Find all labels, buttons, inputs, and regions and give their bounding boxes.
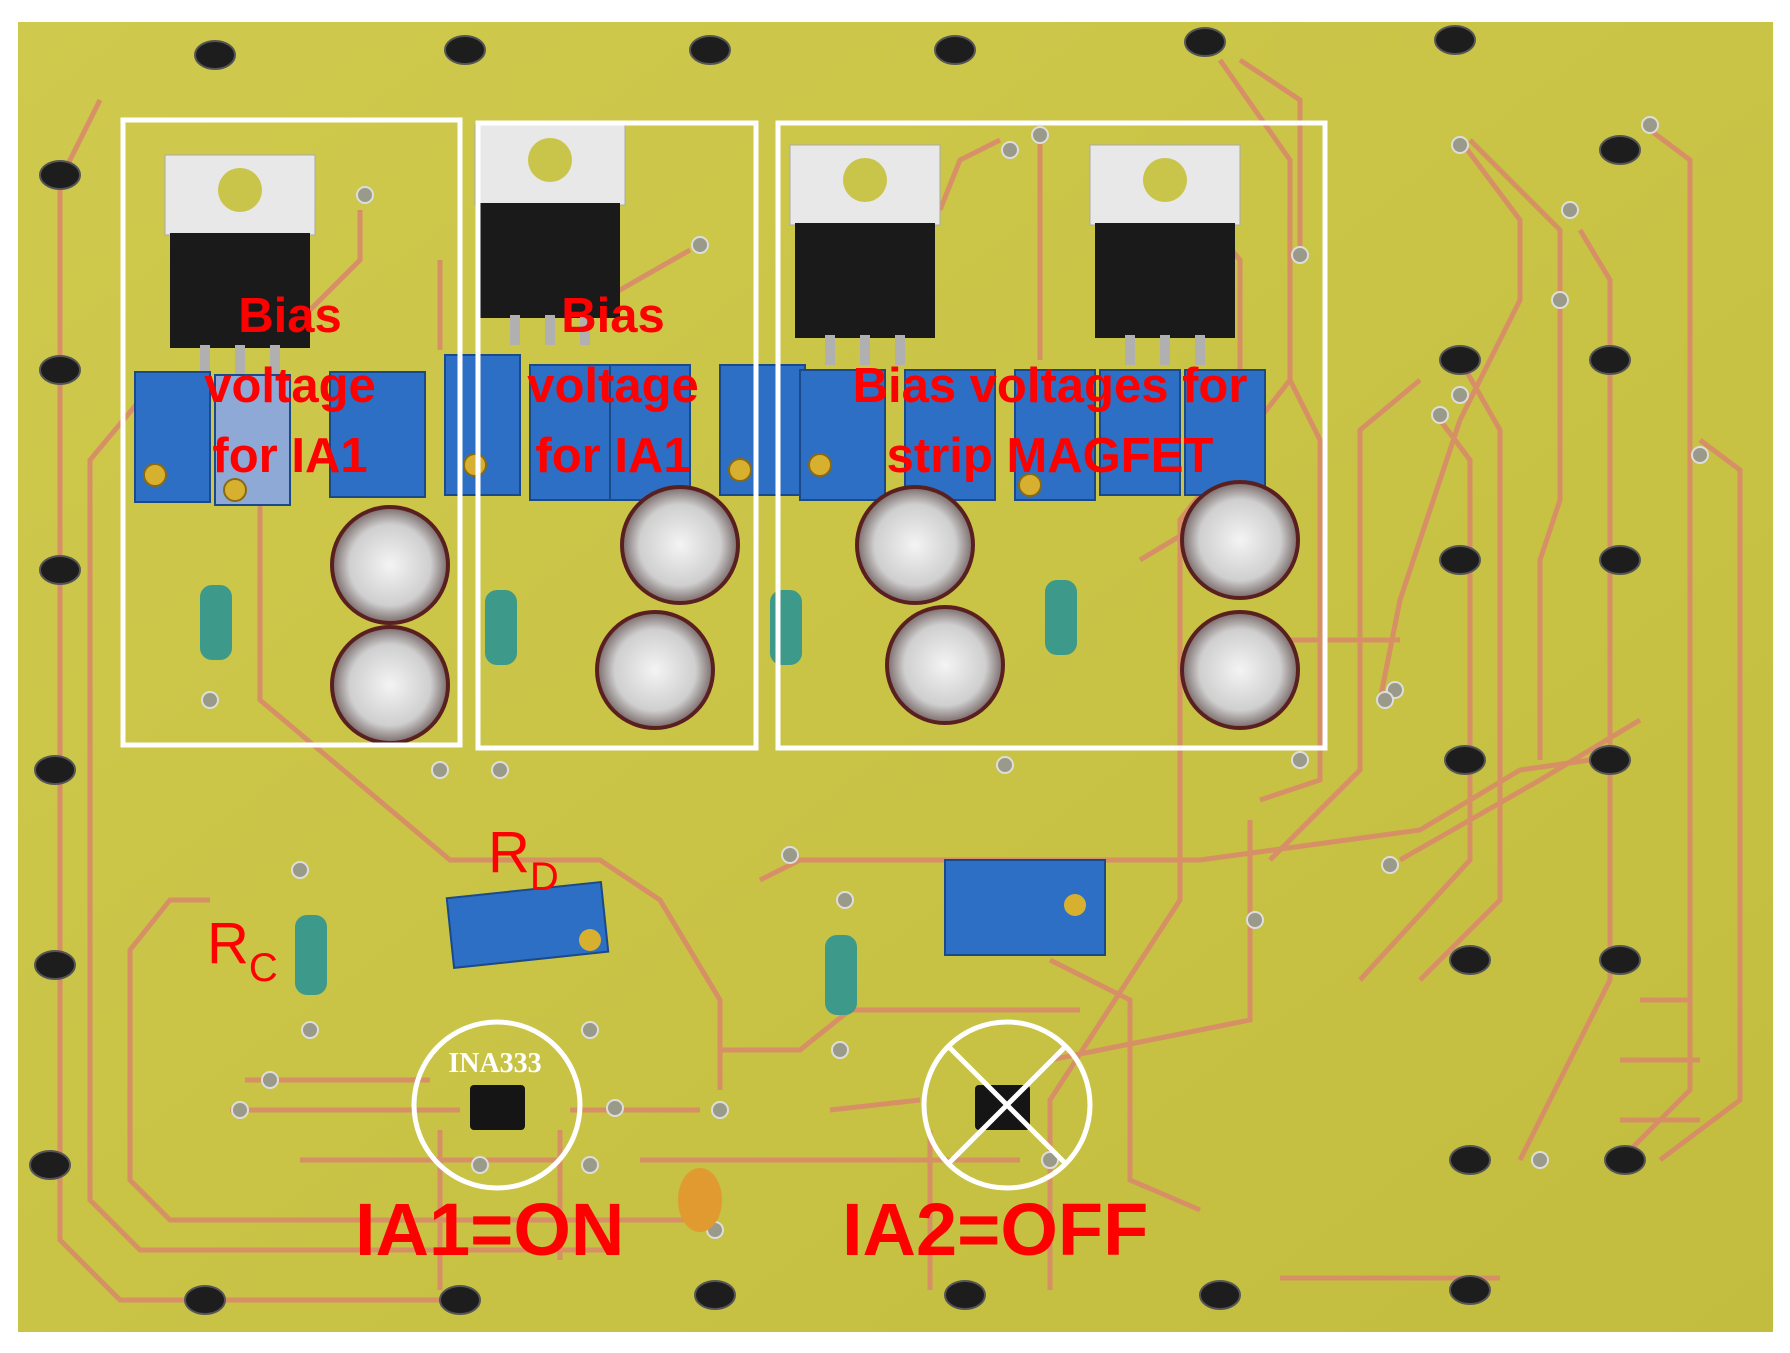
lower-trimpots xyxy=(445,859,1106,969)
annotation-boxes xyxy=(120,117,1328,751)
voltage-regulators xyxy=(164,124,1241,375)
rd-label: RD xyxy=(488,820,559,899)
header-pins xyxy=(29,25,1646,1315)
box2-label-line2: voltage xyxy=(527,359,699,413)
ceramic-capacitor xyxy=(678,1168,722,1232)
box-magfet-bias xyxy=(775,120,1328,751)
box-ia1-bias xyxy=(120,117,463,748)
box3-label-line1: Bias voltages for xyxy=(853,359,1248,413)
ia2-off-marker xyxy=(921,1019,1093,1191)
box1-label-line1: Bias xyxy=(238,289,342,343)
box1-label-line3: for IA1 xyxy=(212,429,367,483)
capacitors xyxy=(330,480,1300,745)
box1-label-line2: voltage xyxy=(204,359,376,413)
box3-label-line2: strip MAGFET xyxy=(887,429,1214,483)
box2-label-line3: for IA1 xyxy=(535,429,690,483)
rc-label: RC xyxy=(207,911,278,990)
solder-pads xyxy=(201,116,1709,1239)
ia1-status-label: IA1=ON xyxy=(355,1188,624,1271)
rd-label-main: R xyxy=(488,820,530,885)
ia2-status-label: IA2=OFF xyxy=(842,1188,1148,1271)
ina333-label: INA333 xyxy=(448,1048,541,1079)
box-ia1-bias-2 xyxy=(475,120,759,751)
box2-label-line1: Bias xyxy=(561,289,665,343)
ia1-circle xyxy=(411,1019,583,1191)
svg-text:RD: RD xyxy=(488,820,559,899)
rd-label-sub: D xyxy=(530,855,559,899)
svg-text:RC: RC xyxy=(207,911,278,990)
rc-label-main: R xyxy=(207,911,249,976)
rc-label-sub: C xyxy=(249,946,278,990)
